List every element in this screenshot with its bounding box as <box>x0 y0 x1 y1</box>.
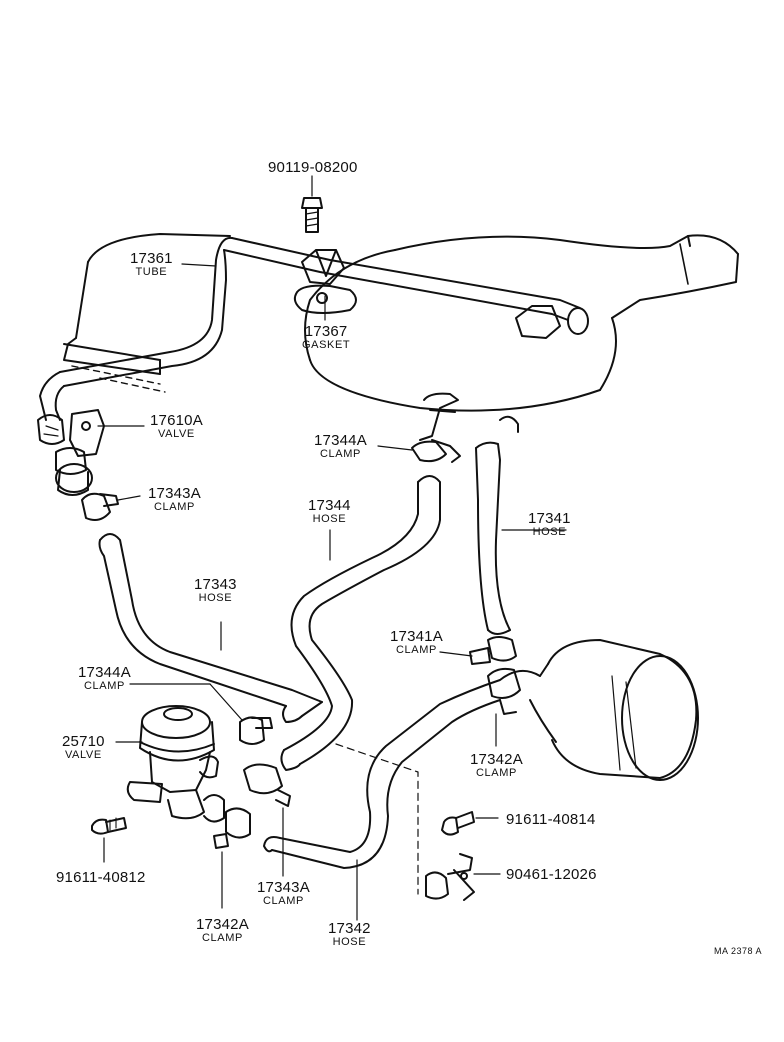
part-number: 17343A <box>257 879 310 896</box>
hose-17342-shape <box>263 669 541 921</box>
label-17341a-clamp[interactable]: 17341A CLAMP <box>390 629 443 656</box>
label-91611-40812[interactable]: 91611-40812 <box>56 870 146 885</box>
part-name: GASKET <box>302 339 351 351</box>
part-number: 17344 <box>308 497 351 514</box>
part-name: HOSE <box>332 936 367 948</box>
part-number: 90461-12026 <box>506 866 597 883</box>
part-name: HOSE <box>532 526 567 538</box>
air-cleaner-housing <box>63 233 739 413</box>
part-name: CLAMP <box>476 767 517 779</box>
hose-17343-shape <box>98 533 323 723</box>
part-name: VALVE <box>64 749 102 761</box>
part-number: 90119-08200 <box>268 159 358 176</box>
label-17342-hose[interactable]: 17342 HOSE <box>328 921 371 948</box>
valve-17610a-shape <box>37 409 105 496</box>
clamp-17344a-low-shape <box>239 716 273 745</box>
label-91611-40814[interactable]: 91611-40814 <box>506 812 596 827</box>
part-name: VALVE <box>158 428 195 440</box>
part-name: HOSE <box>312 513 347 525</box>
part-name: HOSE <box>198 592 233 604</box>
bolt-90119-shape <box>301 175 323 233</box>
part-number: 17343 <box>194 576 237 593</box>
label-90119-08200[interactable]: 90119-08200 <box>268 160 358 175</box>
part-name: CLAMP <box>202 932 243 944</box>
bolt-91611-40814-shape <box>441 811 499 836</box>
part-number: 25710 <box>62 733 105 750</box>
clamp-17342a-low-shape <box>213 807 251 909</box>
label-17344-hose[interactable]: 17344 HOSE <box>308 498 351 525</box>
valve-25710-shape <box>126 705 225 823</box>
hose-17341-shape <box>475 415 519 635</box>
leader-lines <box>97 263 567 747</box>
part-number: 17344A <box>314 432 367 449</box>
label-17343a-clamp-low[interactable]: 17343A CLAMP <box>257 880 310 907</box>
part-number: 17341A <box>390 628 443 645</box>
label-17343-hose[interactable]: 17343 HOSE <box>194 577 237 604</box>
label-17361-tube[interactable]: 17361 TUBE <box>130 251 173 278</box>
part-name: CLAMP <box>396 644 437 656</box>
label-17343a-clamp-top[interactable]: 17343A CLAMP <box>148 486 201 513</box>
part-number: 91611-40812 <box>56 869 146 886</box>
part-name: TUBE <box>135 266 168 278</box>
clamp-17343a-low-shape <box>243 763 291 877</box>
label-17341-hose[interactable]: 17341 HOSE <box>528 511 571 538</box>
part-number: 17342 <box>328 920 371 937</box>
part-number: 17343A <box>148 485 201 502</box>
label-17342a-clamp-right[interactable]: 17342A CLAMP <box>470 752 523 779</box>
part-number: 17342A <box>196 916 249 933</box>
bracket-90461-shape <box>425 853 501 901</box>
part-number: 17344A <box>78 664 131 681</box>
clamp-17341a-shape <box>469 636 517 665</box>
part-name: CLAMP <box>154 501 195 513</box>
drawing-code: MA 2378 A <box>714 946 763 956</box>
label-25710-valve[interactable]: 25710 VALVE <box>62 734 105 761</box>
hose-17344-shape <box>280 475 441 771</box>
bolt-91611-40812-shape <box>91 817 127 863</box>
label-90461-12026[interactable]: 90461-12026 <box>506 867 597 882</box>
part-name: CLAMP <box>320 448 361 460</box>
canister-shape <box>529 639 699 781</box>
clamp-17342a-right-shape <box>487 667 521 715</box>
part-number: 91611-40814 <box>506 811 596 828</box>
clamp-17343a-top-shape <box>81 492 119 521</box>
gasket-17367-shape <box>293 284 357 314</box>
part-name: CLAMP <box>84 680 125 692</box>
clamp-17344a-top-shape <box>411 392 461 463</box>
label-17344a-clamp-top[interactable]: 17344A CLAMP <box>314 433 367 460</box>
part-number: 17361 <box>130 250 173 267</box>
label-17367-gasket[interactable]: 17367 GASKET <box>302 324 350 351</box>
part-name: CLAMP <box>263 895 304 907</box>
part-number: 17610A <box>150 412 203 429</box>
part-number: 17367 <box>304 323 348 340</box>
label-17342a-clamp-low[interactable]: 17342A CLAMP <box>196 917 249 944</box>
label-17344a-clamp-low[interactable]: 17344A CLAMP <box>78 665 131 692</box>
label-17610a-valve[interactable]: 17610A VALVE <box>150 413 203 440</box>
part-number: 17342A <box>470 751 523 768</box>
tube-17361-shape <box>39 236 589 421</box>
part-number: 17341 <box>528 510 571 527</box>
